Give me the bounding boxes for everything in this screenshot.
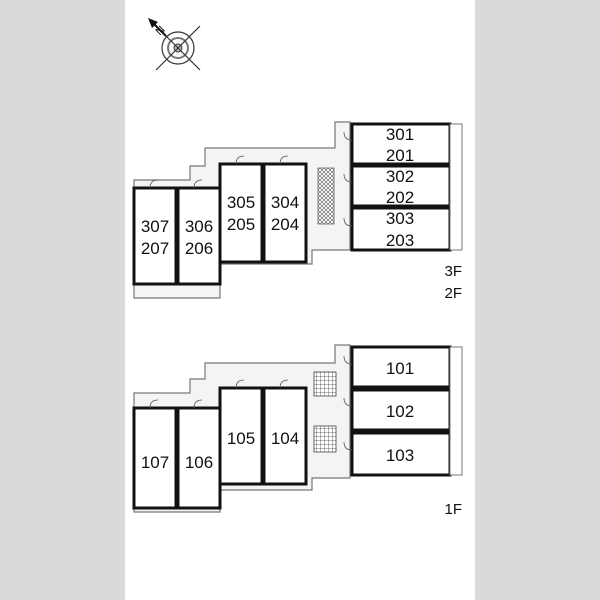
stairs-upper-1f bbox=[313, 371, 337, 397]
unit-303 bbox=[350, 206, 452, 252]
unit-205-label: 205 bbox=[227, 215, 255, 234]
unit-204-label: 204 bbox=[271, 215, 299, 234]
unit-307 bbox=[132, 186, 178, 286]
unit-305-label: 305 bbox=[227, 193, 255, 212]
unit-101 bbox=[350, 345, 452, 389]
unit-301-label: 301 bbox=[386, 125, 414, 144]
unit-106-label: 106 bbox=[185, 453, 213, 472]
balcony-1f bbox=[449, 346, 463, 476]
unit-102-label: 102 bbox=[386, 402, 414, 421]
unit-202-label: 202 bbox=[386, 188, 414, 207]
unit-106 bbox=[176, 406, 222, 510]
upper-floor-plan: 307 207 306 206 305 205 304 204 301 201 … bbox=[132, 121, 463, 302]
unit-104-label: 104 bbox=[271, 429, 299, 448]
unit-107 bbox=[132, 406, 178, 510]
unit-103-label: 103 bbox=[386, 446, 414, 465]
unit-203-label: 203 bbox=[386, 231, 414, 250]
unit-101-label: 101 bbox=[386, 359, 414, 378]
unit-307-label: 307 bbox=[141, 217, 169, 236]
unit-304-label: 304 bbox=[271, 193, 299, 212]
unit-105 bbox=[218, 386, 264, 486]
stairs-3f bbox=[317, 167, 335, 225]
unit-107-label: 107 bbox=[141, 453, 169, 472]
floor-label-2f: 2F bbox=[444, 285, 462, 302]
floor-label-1f: 1F bbox=[444, 501, 462, 518]
unit-102 bbox=[350, 388, 452, 432]
left-margin bbox=[0, 0, 125, 600]
unit-301 bbox=[350, 122, 452, 166]
unit-103 bbox=[350, 431, 452, 477]
unit-306-label: 306 bbox=[185, 217, 213, 236]
first-floor-plan: 107 106 105 104 101 102 103 1F bbox=[132, 344, 463, 518]
unit-207-label: 207 bbox=[141, 239, 169, 258]
unit-105-label: 105 bbox=[227, 429, 255, 448]
unit-206-label: 206 bbox=[185, 239, 213, 258]
stairs-lower-1f bbox=[313, 425, 337, 453]
door-marks-1f bbox=[149, 355, 353, 451]
unit-302 bbox=[350, 164, 452, 208]
unit-302-label: 302 bbox=[386, 167, 414, 186]
unit-201-label: 201 bbox=[386, 146, 414, 165]
unit-303-label: 303 bbox=[386, 209, 414, 228]
door-marks-3f bbox=[149, 131, 353, 227]
balcony-3f bbox=[449, 123, 463, 251]
unit-304 bbox=[262, 162, 308, 264]
unit-306 bbox=[176, 186, 222, 286]
unit-305 bbox=[218, 162, 264, 264]
north-arrow-compass-icon: N bbox=[148, 18, 201, 71]
right-margin bbox=[475, 0, 600, 600]
unit-104 bbox=[262, 386, 308, 486]
floor-label-3f: 3F bbox=[444, 263, 462, 280]
